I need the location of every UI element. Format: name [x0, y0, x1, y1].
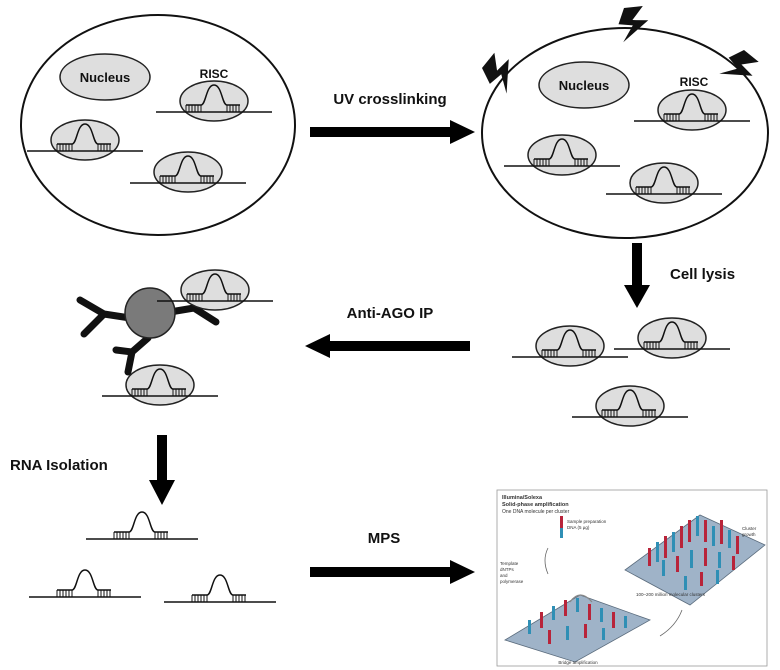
risc-complex [511, 325, 629, 367]
nucleus-label: Nucleus [559, 78, 610, 93]
sequencing-illustration: Illumina/Solexa Solid-phase amplificatio… [496, 489, 768, 667]
risc-label: RISC [200, 67, 229, 81]
arrow-shaft [157, 435, 167, 480]
cell-lysis-label: Cell lysis [670, 266, 735, 283]
dntps-label: dNTPs [500, 567, 515, 572]
right-arrow-icon [450, 560, 475, 584]
down-arrow-icon [149, 480, 175, 505]
isolated-rna-fragments [28, 511, 277, 603]
growth-label: growth [742, 532, 756, 537]
down-arrow-icon [624, 285, 650, 308]
protein-a-bead [124, 287, 176, 339]
arrow-shaft [330, 341, 470, 351]
sample-prep-amount: DNA (5 µg) [567, 525, 590, 530]
arrow-shaft [632, 243, 642, 285]
mps-label: MPS [368, 530, 401, 547]
illustration-title: Illumina/Solexa [502, 495, 543, 501]
nucleus [59, 53, 151, 101]
anti-ago-ip-label: Anti-AGO IP [347, 305, 434, 322]
cell-lysis-step: Cell lysis [624, 243, 735, 308]
uv-crosslinking-step: UV crosslinking [310, 91, 475, 144]
rna-fragment [85, 511, 199, 540]
template-label: Template [500, 561, 519, 566]
nucleus-label: Nucleus [80, 70, 131, 85]
lysate-complexes [511, 317, 731, 427]
arrow-shaft [310, 127, 450, 137]
rna-isolation-label: RNA Isolation [10, 457, 108, 474]
dna-clusters-upper [648, 516, 739, 590]
arrow-shaft [310, 567, 450, 577]
antibody-icon [76, 296, 134, 338]
risc-label: RISC [680, 75, 709, 89]
clusters-label: 100–200 million molecular clusters [636, 592, 706, 597]
risc-complex [571, 385, 689, 427]
risc-complex [613, 317, 731, 359]
uv-crosslinking-label: UV crosslinking [333, 91, 446, 108]
cell-after-crosslinking: Nucleus RISC [476, 2, 769, 239]
dna-clusters-lower [528, 598, 627, 644]
risc-complex [156, 269, 274, 311]
risc-complex [101, 364, 219, 406]
cell-before-crosslinking: Nucleus RISC [20, 14, 296, 236]
rna-fragment [28, 569, 142, 598]
antibody-icon [112, 334, 152, 376]
rna-fragment [163, 574, 277, 603]
illustration-subtitle: Solid-phase amplification [502, 502, 569, 508]
left-arrow-icon [305, 334, 330, 358]
illustration-caption: One DNA molecule per cluster [502, 509, 570, 515]
antibody-bead-complex [76, 269, 274, 406]
anti-ago-ip-step: Anti-AGO IP [305, 305, 470, 358]
rna-isolation-step: RNA Isolation [10, 435, 175, 505]
right-arrow-icon [450, 120, 475, 144]
cluster-label: Cluster [742, 526, 757, 531]
and-label: and [500, 573, 508, 578]
bridge-amplification-label: Bridge amplification [558, 660, 598, 665]
polymerase-label: polymerase [500, 579, 524, 584]
mps-step: MPS [310, 530, 475, 584]
sample-prep-label: Sample preparation [567, 519, 607, 524]
nucleus [538, 61, 630, 109]
